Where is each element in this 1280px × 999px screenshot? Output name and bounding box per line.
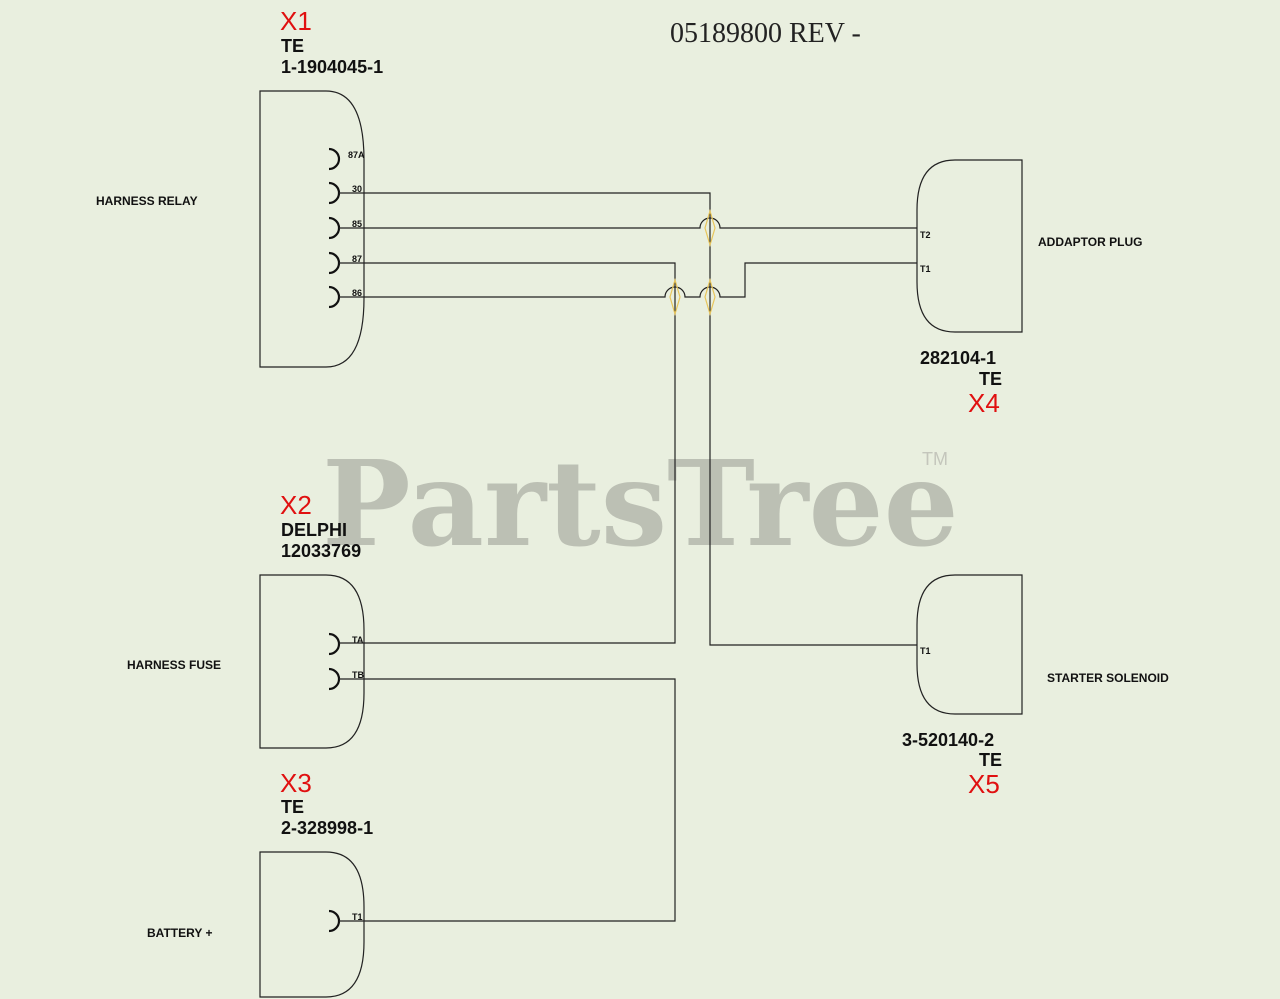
connector-x1-maker: TE [281, 36, 304, 56]
wire-x1-85-to-x4-t2[interactable] [339, 217, 917, 229]
x1-pin-87a-label: 87A [348, 150, 365, 160]
connector-x5[interactable]: T1 STARTER SOLENOID 3-520140-2 TE X5 [902, 574, 1169, 799]
wire-x1-86-to-x4-t1[interactable] [339, 262, 917, 298]
x3-pin-t1-label: T1 [352, 912, 363, 922]
connector-x3-id: X3 [280, 768, 312, 798]
wire-x1-30-to-x5-t1[interactable] [339, 192, 917, 646]
x1-pin-87a-contact [328, 147, 341, 171]
connector-x1-body [259, 90, 365, 368]
connector-x4-body [916, 159, 1023, 333]
crossover-mark-86-a [669, 277, 681, 317]
crossover-mark-85 [704, 208, 716, 248]
connector-x5-label: STARTER SOLENOID [1047, 671, 1169, 685]
connector-x4-label: ADDAPTOR PLUG [1038, 235, 1142, 249]
x4-pin-t2-label: T2 [920, 230, 931, 240]
x2-pin-tb-contact [328, 667, 341, 691]
parts-tree-watermark: PartsTree [322, 434, 959, 573]
drawing-number: 05189800 REV - [670, 18, 861, 49]
connector-x2-body [259, 574, 365, 749]
x1-pin-30-label: 30 [352, 184, 362, 194]
x4-pin-t1-label: T1 [920, 264, 931, 274]
x5-pin-t1-label: T1 [920, 646, 931, 656]
x1-pin-87-contact [328, 251, 341, 275]
connector-x1-part-number: 1-1904045-1 [281, 57, 383, 77]
x1-pin-30-contact [328, 181, 341, 205]
connector-x1-id: X1 [280, 6, 312, 36]
connector-x4[interactable]: T2 T1 ADDAPTOR PLUG 282104-1 TE X4 [916, 159, 1142, 418]
watermark-trademark: TM [922, 449, 948, 469]
connector-x3-label: BATTERY + [147, 926, 212, 940]
connector-x2-part-number: 12033769 [281, 541, 361, 561]
x1-pin-85-contact [328, 216, 341, 240]
connector-x5-maker: TE [979, 750, 1002, 770]
x1-pin-85-label: 85 [352, 219, 362, 229]
connector-x2-maker: DELPHI [281, 520, 347, 540]
connector-x5-id: X5 [968, 769, 1000, 799]
wire-x2-tb-to-x3-t1[interactable] [339, 678, 676, 922]
x1-pin-86-contact [328, 285, 341, 309]
connector-x5-part-number: 3-520140-2 [902, 730, 994, 750]
x2-pin-ta-contact [328, 632, 341, 656]
crossover-mark-86-b [704, 277, 716, 317]
x1-pin-87-label: 87 [352, 254, 362, 264]
connector-x3-maker: TE [281, 797, 304, 817]
connector-x2[interactable]: X2 DELPHI 12033769 HARNESS FUSE TA TB [127, 490, 365, 749]
connector-x2-label: HARNESS FUSE [127, 658, 221, 672]
x2-pin-tb-label: TB [352, 670, 364, 680]
connector-x3-body [259, 851, 365, 998]
connector-x1[interactable]: X1 TE 1-1904045-1 HARNESS RELAY 87A 30 8… [96, 6, 383, 368]
x1-pin-86-label: 86 [352, 288, 362, 298]
connector-x4-part-number: 282104-1 [920, 348, 996, 368]
wire-x1-87-to-x2-ta[interactable] [339, 262, 676, 644]
x3-pin-t1-contact [328, 909, 341, 933]
x2-pin-ta-label: TA [352, 635, 364, 645]
connector-x1-label: HARNESS RELAY [96, 194, 198, 208]
connector-x4-maker: TE [979, 369, 1002, 389]
connector-x4-id: X4 [968, 388, 1000, 418]
connector-x2-id: X2 [280, 490, 312, 520]
connector-x3[interactable]: X3 TE 2-328998-1 BATTERY + T1 [147, 768, 373, 998]
connector-x5-body [916, 574, 1023, 715]
connector-x3-part-number: 2-328998-1 [281, 818, 373, 838]
